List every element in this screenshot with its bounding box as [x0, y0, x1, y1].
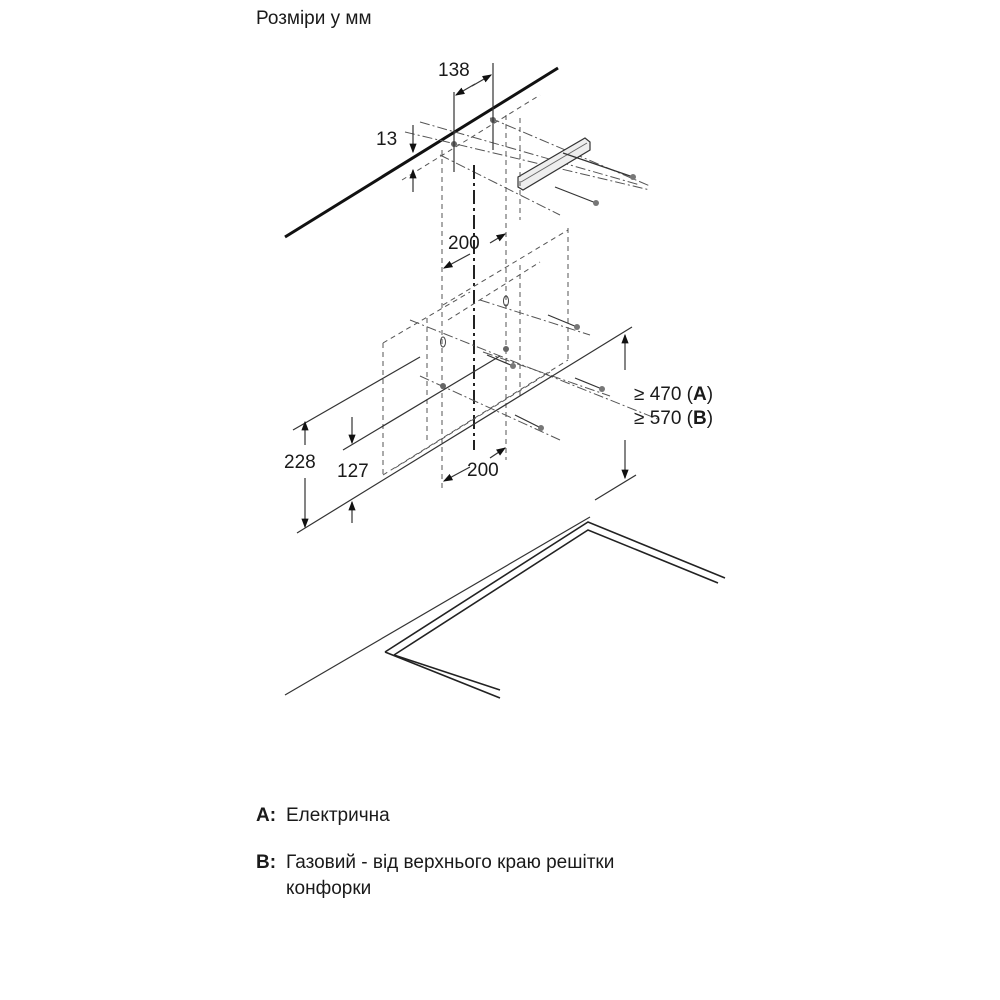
- min-distance-b: ≥ 570 (B): [634, 408, 713, 429]
- dim-138: 138: [438, 60, 470, 81]
- legend-key-b: B:: [256, 852, 277, 873]
- mounting-bracket: [517, 137, 636, 206]
- diagram-title: Розміри у мм: [256, 8, 372, 29]
- legend-text-a: Електрична: [286, 805, 390, 826]
- hob: [284, 516, 726, 699]
- legend-key-a: A:: [256, 805, 277, 826]
- dim-200-top: 200: [448, 233, 480, 254]
- dim-13: 13: [376, 129, 397, 150]
- dim-200-bottom: 200: [467, 460, 499, 481]
- ceiling-line: [284, 66, 559, 239]
- legend-text-b: Газовий - від верхнього краю решітки: [286, 852, 615, 873]
- legend-item-b: B: Газовий - від верхнього краю решітки …: [256, 850, 614, 899]
- legend-item-a: A: Електрична: [256, 803, 390, 829]
- dim-127: 127: [337, 461, 369, 482]
- dim-228: 228: [284, 452, 316, 473]
- min-distance-a: ≥ 470 (A): [634, 384, 713, 405]
- wall-screws: [486, 314, 605, 431]
- duct-outline: [382, 229, 661, 476]
- ceiling-holes-plane: [401, 94, 651, 216]
- legend-text-b-line2: конфорки: [286, 878, 372, 899]
